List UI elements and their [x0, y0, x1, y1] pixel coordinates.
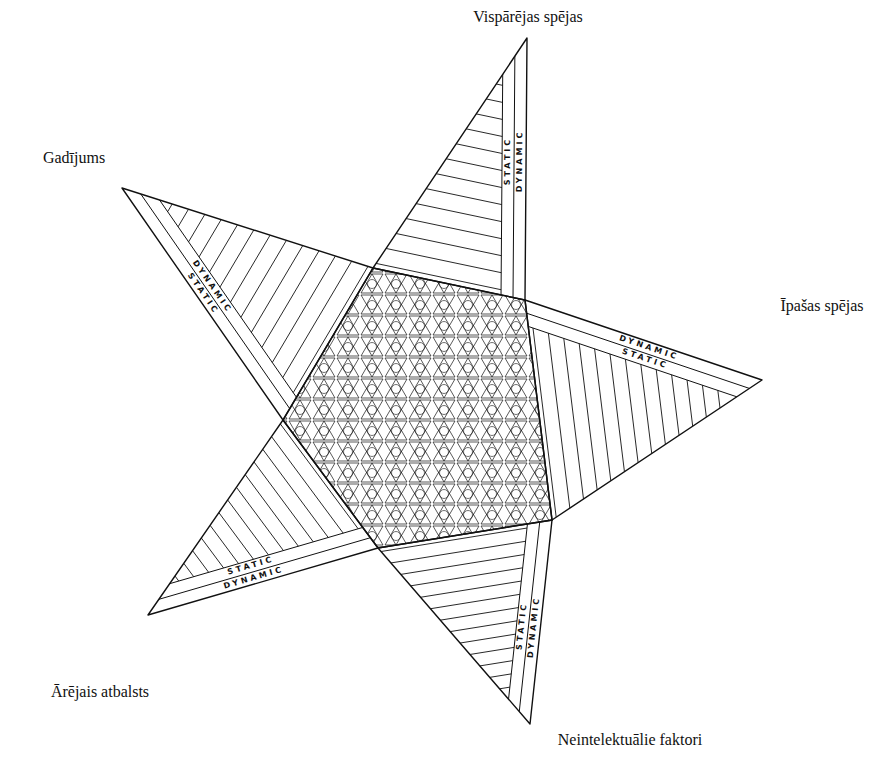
strip-label: STATIC — [504, 137, 512, 186]
strip-label: STATIC — [516, 602, 529, 651]
strip-label: DYNAMIC — [527, 596, 542, 659]
point-label: Īpašas spējas — [780, 297, 863, 315]
point-label: Neintelektuālie faktori — [558, 731, 702, 749]
point-label: Gadījums — [43, 149, 105, 167]
strip-label: DYNAMIC — [516, 130, 524, 193]
center-pentagon — [283, 268, 552, 548]
point-label: Vispārējas spējas — [473, 8, 583, 26]
point-label: Ārējais atbalsts — [51, 683, 149, 701]
